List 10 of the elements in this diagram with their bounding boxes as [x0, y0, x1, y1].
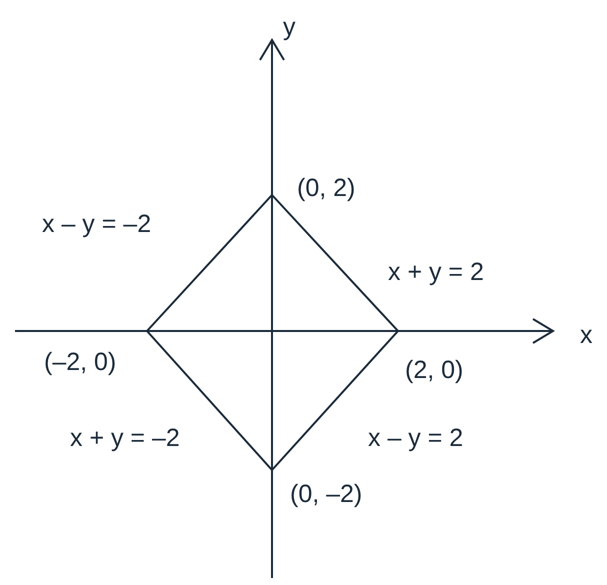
line-equation: x + y = –2 — [70, 426, 180, 451]
line-equation: x + y = 2 — [388, 260, 484, 285]
line-equation: x – y = –2 — [42, 212, 152, 237]
axis-label: x — [580, 323, 592, 348]
point-label: (–2, 0) — [44, 350, 116, 375]
point-label: (2, 0) — [405, 358, 464, 383]
axis-label: y — [283, 15, 296, 40]
line-equation: x – y = 2 — [368, 426, 464, 451]
point-label: (0, 2) — [297, 176, 356, 201]
point-label: (0, –2) — [290, 482, 362, 507]
